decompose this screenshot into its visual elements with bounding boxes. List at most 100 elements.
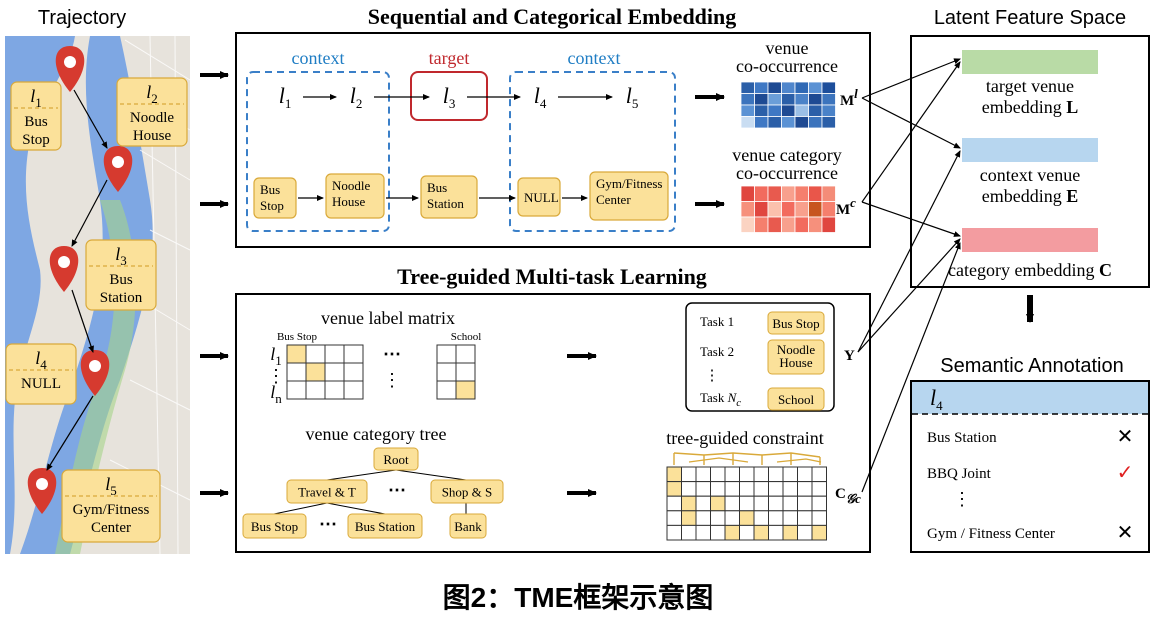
task-label-box	[767, 311, 825, 335]
col-vellipsis: ⋮	[383, 370, 401, 390]
venue-seq-2: l2	[350, 83, 363, 111]
label-cell	[455, 344, 476, 364]
label-cell	[324, 362, 345, 382]
venue-matrix-cell	[754, 93, 769, 106]
pin-icon	[80, 350, 110, 396]
context-embedding-line1: context venue	[980, 165, 1080, 185]
constraint-title: tree-guided constraint	[666, 428, 823, 448]
category-matrix-cell	[794, 185, 809, 202]
venue-matrix-cell	[821, 116, 836, 129]
constraint-cell	[782, 466, 798, 483]
venue-matrix-cell	[740, 104, 755, 117]
tree-node-shop	[430, 479, 504, 504]
venue-matrix-cell	[740, 116, 755, 129]
task-name: Task Nc	[700, 390, 741, 409]
venue-matrix-cell	[754, 81, 769, 94]
cross-icon: ✕	[1117, 426, 1134, 448]
constraint-cell	[797, 495, 813, 512]
task-name: Task 1	[700, 314, 734, 329]
annotation-list: Bus Station✕BBQ Joint✓⋮Gym / Fitness Cen…	[927, 426, 1133, 544]
venue-matrix-cell	[767, 116, 782, 129]
constraint-cell	[797, 466, 813, 483]
target-embedding-line1: target venue	[986, 76, 1074, 96]
tree-root	[373, 447, 419, 471]
constraint-cell	[739, 524, 755, 541]
constraint-cell	[710, 495, 726, 512]
constraint-cell	[695, 481, 711, 497]
task-label: Bus Stop	[772, 316, 819, 331]
label-cell	[286, 380, 307, 400]
category-matrix-cell	[821, 185, 836, 202]
latent-arrows	[857, 58, 961, 493]
venue-matrix-cell	[740, 93, 755, 106]
bus-stop-column: Bus Stop	[277, 331, 318, 343]
venue-matrix-cell	[821, 93, 836, 106]
label-cell	[455, 362, 476, 382]
category-matrix-cell	[740, 216, 755, 233]
label-cell	[305, 362, 326, 382]
constraint-cell	[710, 481, 726, 497]
constraint-cell	[666, 495, 682, 512]
category-matrix-cell	[767, 216, 782, 233]
trajectory-card-name: NULL	[21, 376, 61, 392]
category-embedding-bar	[962, 228, 1098, 252]
tree-node-travel-label: Travel & T	[298, 485, 356, 500]
label-cell	[286, 344, 307, 364]
constraint-cell	[782, 495, 798, 512]
venue-seq-3: l3	[443, 83, 456, 111]
annotation-item-name: Bus Station	[927, 430, 997, 446]
venue-matrix-cell	[794, 81, 809, 94]
venue-matrix-cell	[808, 81, 823, 94]
context-label-left: context	[292, 48, 345, 68]
label-cell	[343, 362, 364, 382]
constraint-cell	[753, 481, 769, 497]
multitask-title: Tree-guided Multi-task Learning	[397, 264, 707, 289]
map-to-embedding-arrows	[200, 71, 229, 497]
constraint-cell	[666, 524, 682, 541]
constraint-cell	[768, 466, 784, 483]
category-matrix-cell	[740, 201, 755, 218]
tree-ellipsis-1: ⋯	[388, 480, 406, 500]
annotation-item-name: Gym / Fitness Center	[927, 526, 1055, 542]
tree-leaf-bank	[449, 513, 487, 539]
pin-icon	[49, 246, 79, 292]
label-cell	[305, 344, 326, 364]
trajectory-card-label: l1	[30, 86, 42, 110]
task-name: Task 2	[700, 344, 734, 359]
category-matrix-cell	[767, 185, 782, 202]
task-label-box	[767, 387, 825, 411]
constraint-cell	[681, 524, 697, 541]
venue-matrix-cell	[781, 116, 796, 129]
constraint-cell	[724, 495, 740, 512]
constraint-cell	[710, 510, 726, 526]
row-label-l1: l1	[270, 344, 282, 368]
tree-root-label: Root	[383, 452, 409, 467]
constraint-cell	[739, 495, 755, 512]
m-venue-symbol: Ml	[840, 86, 858, 109]
tree-title: venue category tree	[306, 424, 447, 444]
label-cell	[343, 380, 364, 400]
category-matrix-cell	[754, 216, 769, 233]
tree-node-shop-label: Shop & S	[442, 485, 493, 500]
constraint-cell	[724, 466, 740, 483]
tree-leaf-bus-stop-label: Bus Stop	[251, 519, 298, 534]
constraint-cell	[695, 495, 711, 512]
row-label-ln: ln	[270, 382, 282, 406]
trajectory-title: Trajectory	[38, 7, 126, 29]
constraint-cell	[681, 481, 697, 497]
category-matrix-cell	[821, 216, 836, 233]
annotation-item-name: ⋮	[953, 489, 971, 509]
row-vellipsis: ⋮	[267, 366, 285, 386]
annotation-item-name: BBQ Joint	[927, 466, 992, 482]
constraint-cell	[811, 495, 827, 512]
venue-matrix-cell	[808, 93, 823, 106]
